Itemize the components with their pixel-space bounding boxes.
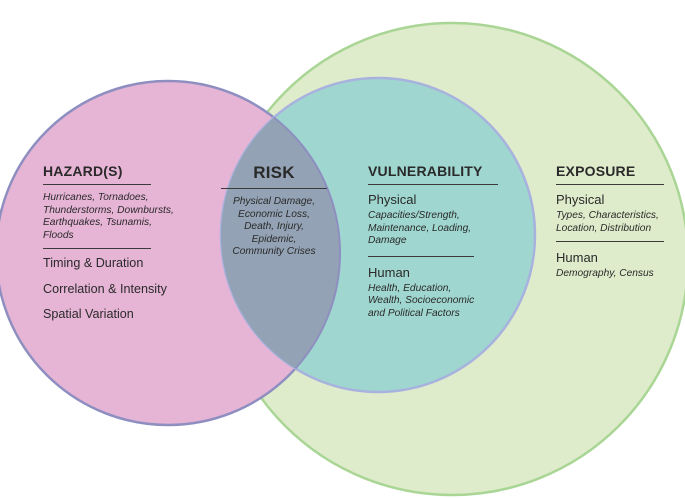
vulnerability-title-divider — [368, 184, 498, 185]
hazard-examples: Hurricanes, Tornadoes, Thunderstorms, Do… — [43, 192, 174, 241]
exposure-human-items: Demography, Census — [556, 268, 654, 279]
vulnerability-title: VULNERABILITY — [368, 163, 483, 179]
exposure-physical-items: Types, Characteristics, Location, Distri… — [556, 210, 659, 234]
vulnerability-human-label: Human — [368, 264, 410, 280]
exposure-physical-label: Physical — [556, 192, 605, 207]
risk-title-divider — [221, 188, 327, 189]
hazard-item-spatial: Spatial Variation — [43, 307, 134, 321]
hazard-outline-in-vulnerability — [221, 80, 341, 392]
exposure-human-label: Human — [556, 250, 598, 265]
risk-examples: Physical Damage, Economic Loss, Death, I… — [232, 196, 316, 257]
hazard-title: HAZARD(S) — [43, 163, 123, 179]
exposure-block: EXPOSURE Physical Types, Characteristics… — [556, 163, 668, 281]
exposure-physical-divider — [556, 241, 664, 242]
vulnerability-physical-items: Capacities/Strength, Maintenance, Loadin… — [368, 210, 472, 246]
risk-title: RISK — [253, 163, 295, 182]
hazard-block: HAZARD(S) Hurricanes, Tornadoes, Thunder… — [43, 163, 185, 328]
vulnerability-physical-label: Physical — [368, 192, 417, 207]
vulnerability-block: VULNERABILITY Physical Capacities/Streng… — [368, 163, 498, 320]
vulnerability-human-items: Health, Education, Wealth, Socioeconomic… — [368, 282, 475, 319]
hazard-item-correlation: Correlation & Intensity — [43, 281, 167, 296]
hazard-title-divider — [43, 184, 151, 185]
hazard-examples-divider — [43, 248, 151, 249]
hazard-item-timing: Timing & Duration — [43, 256, 144, 270]
exposure-title-divider — [556, 184, 664, 185]
vulnerability-physical-divider — [368, 255, 474, 257]
risk-block: RISK Physical Damage, Economic Loss, Dea… — [221, 163, 327, 259]
exposure-title: EXPOSURE — [556, 163, 636, 179]
